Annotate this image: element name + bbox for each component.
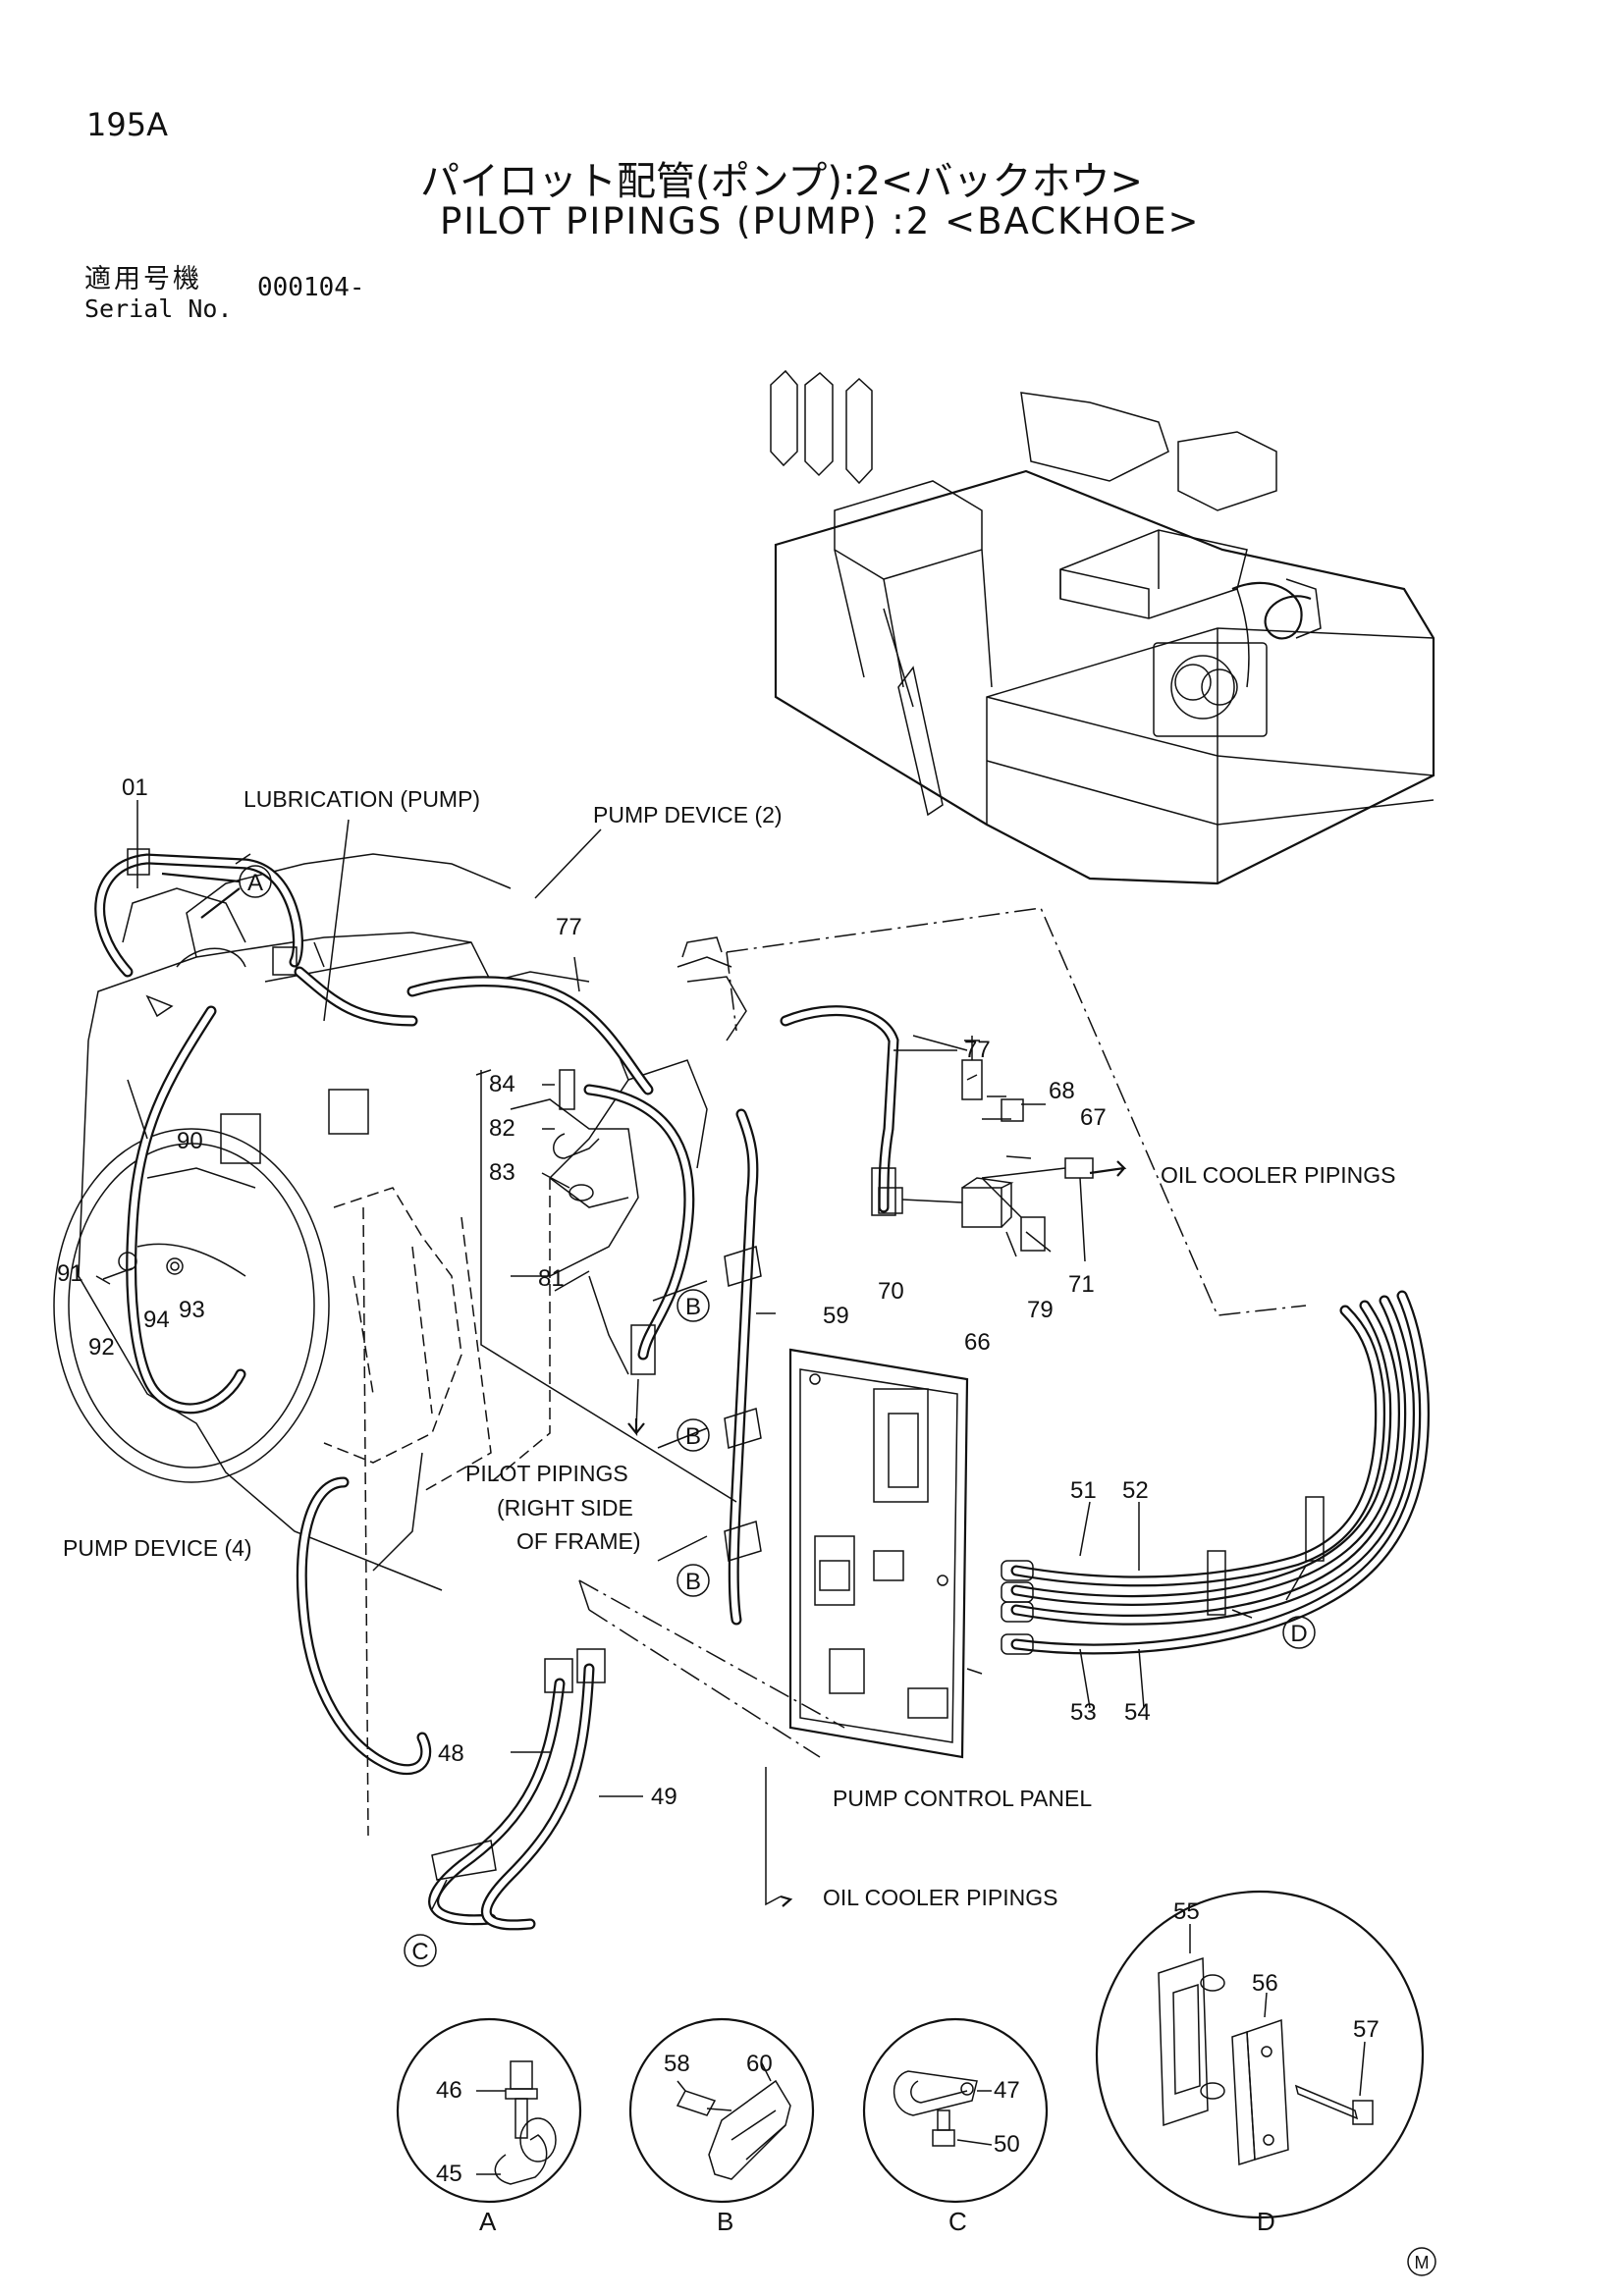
part-58: 58 — [664, 2051, 690, 2077]
label-pilot-right-2: (RIGHT SIDE — [497, 1495, 633, 1521]
callout-c: C — [404, 1934, 437, 1967]
label-pump-device-4: PUMP DEVICE (4) — [63, 1535, 252, 1561]
machine-overview — [770, 369, 1435, 885]
part-51: 51 — [1070, 1477, 1097, 1504]
part-71: 71 — [1068, 1271, 1095, 1298]
svg-text:C: C — [411, 1939, 428, 1965]
label-oil-cooler-2: OIL COOLER PIPINGS — [823, 1885, 1057, 1910]
callout-b-3: B — [677, 1564, 710, 1597]
pump-assembly — [53, 853, 747, 1591]
part-67: 67 — [1080, 1104, 1107, 1131]
detail-b: 58 60 B — [628, 2017, 815, 2236]
detail-c-label: C — [948, 2207, 967, 2236]
part-92: 92 — [88, 1334, 115, 1361]
part-50: 50 — [994, 2131, 1020, 2158]
part-49: 49 — [651, 1784, 677, 1810]
m-mark: M — [1407, 2247, 1436, 2276]
part-84: 84 — [489, 1071, 515, 1097]
callout-a: A — [161, 865, 272, 919]
callout-d: D — [1282, 1616, 1316, 1649]
svg-text:D: D — [1290, 1621, 1307, 1647]
title-japanese: パイロット配管(ポンプ):2<バックホウ> — [420, 159, 1143, 204]
part-66: 66 — [964, 1329, 991, 1356]
svg-text:B: B — [685, 1423, 701, 1450]
svg-text:A: A — [247, 870, 263, 896]
part-81: 81 — [538, 1265, 565, 1292]
part-45: 45 — [436, 2161, 462, 2187]
detail-a: 46 45 A — [396, 2017, 582, 2236]
label-pilot-right-3: OF FRAME) — [516, 1528, 641, 1554]
page-number: 195A — [86, 106, 168, 143]
title-english: PILOT PIPINGS (PUMP) :2 <BACKHOE> — [440, 200, 1201, 242]
part-52: 52 — [1122, 1477, 1149, 1504]
fittings — [95, 936, 1325, 1881]
part-93: 93 — [179, 1297, 205, 1323]
part-68: 68 — [1049, 1078, 1075, 1104]
detail-d: 55 56 57 D — [1095, 1890, 1425, 2236]
part-54: 54 — [1124, 1699, 1151, 1726]
part-53: 53 — [1070, 1699, 1097, 1726]
label-lubrication: LUBRICATION (PUMP) — [244, 786, 480, 812]
leader-lines — [127, 800, 1307, 1910]
part-48: 48 — [438, 1740, 464, 1767]
part-60: 60 — [746, 2051, 773, 2077]
part-90: 90 — [177, 1128, 203, 1154]
part-46: 46 — [436, 2077, 462, 2104]
svg-text:B: B — [685, 1569, 701, 1595]
part-91: 91 — [57, 1260, 83, 1287]
callout-b-2: B — [677, 1418, 710, 1452]
part-56: 56 — [1252, 1970, 1278, 1997]
part-79: 79 — [1027, 1297, 1054, 1323]
svg-text:M: M — [1415, 2253, 1430, 2272]
detail-c: 47 50 C — [862, 2017, 1049, 2236]
callout-b-1: B — [677, 1289, 710, 1322]
label-pump-device-2: PUMP DEVICE (2) — [593, 802, 783, 828]
part-57: 57 — [1353, 2016, 1380, 2043]
part-70: 70 — [878, 1278, 904, 1305]
detail-d-label: D — [1257, 2207, 1275, 2236]
detail-b-label: B — [717, 2207, 733, 2236]
hoses — [94, 848, 1431, 1931]
serial-label: Serial No. — [84, 294, 233, 323]
part-55: 55 — [1173, 1898, 1200, 1925]
pump-control-panel-drawing — [788, 1348, 983, 1759]
label-pump-control-panel: PUMP CONTROL PANEL — [833, 1786, 1092, 1811]
part-77-a: 77 — [556, 914, 582, 940]
reference-lines — [362, 907, 1307, 1906]
part-82: 82 — [489, 1115, 515, 1142]
serial-label-japanese: 適用号機 — [84, 264, 202, 294]
part-77-b: 77 — [964, 1037, 991, 1063]
part-47: 47 — [994, 2077, 1020, 2104]
part-59: 59 — [823, 1303, 849, 1329]
svg-text:B: B — [685, 1294, 701, 1320]
label-oil-cooler-1: OIL COOLER PIPINGS — [1161, 1162, 1395, 1188]
label-pilot-right-1: PILOT PIPINGS — [465, 1461, 628, 1486]
serial-value: 000104- — [257, 273, 365, 302]
part-numbers: 01 77 77 84 82 83 81 68 67 70 79 71 66 5… — [57, 774, 1151, 1810]
detail-a-label: A — [479, 2207, 497, 2236]
main-labels: LUBRICATION (PUMP) PUMP DEVICE (2) PUMP … — [63, 786, 1395, 1910]
part-94: 94 — [143, 1307, 170, 1333]
part-83: 83 — [489, 1159, 515, 1186]
part-01: 01 — [122, 774, 148, 801]
